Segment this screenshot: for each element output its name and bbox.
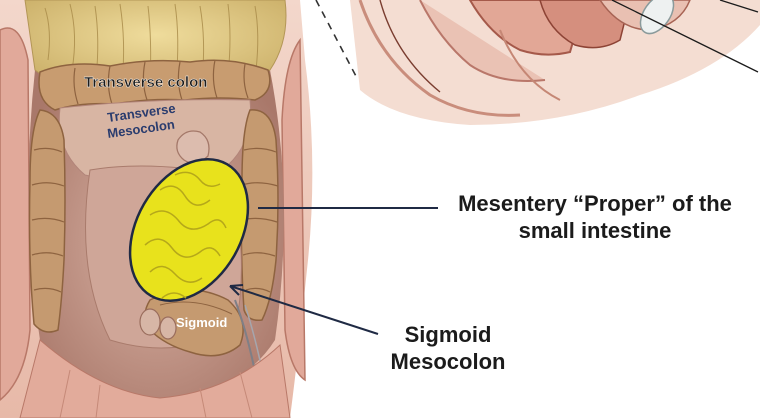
callout-mesentery-proper: Mesentery “Proper” of the small intestin…	[430, 190, 760, 244]
callout-sigmoid-line1: Sigmoid	[378, 321, 518, 348]
label-transverse-colon: Transverse colon	[84, 74, 207, 91]
callout-sigmoid-line2: Mesocolon	[378, 348, 518, 375]
callout-sigmoid-mesocolon: Sigmoid Mesocolon	[378, 321, 518, 375]
pelvic-section-inset	[350, 0, 760, 125]
callout-mesentery-line1: Mesentery “Proper” of the	[430, 190, 760, 217]
callout-mesentery-line2: small intestine	[430, 217, 760, 244]
label-sigmoid: Sigmoid	[176, 315, 227, 330]
